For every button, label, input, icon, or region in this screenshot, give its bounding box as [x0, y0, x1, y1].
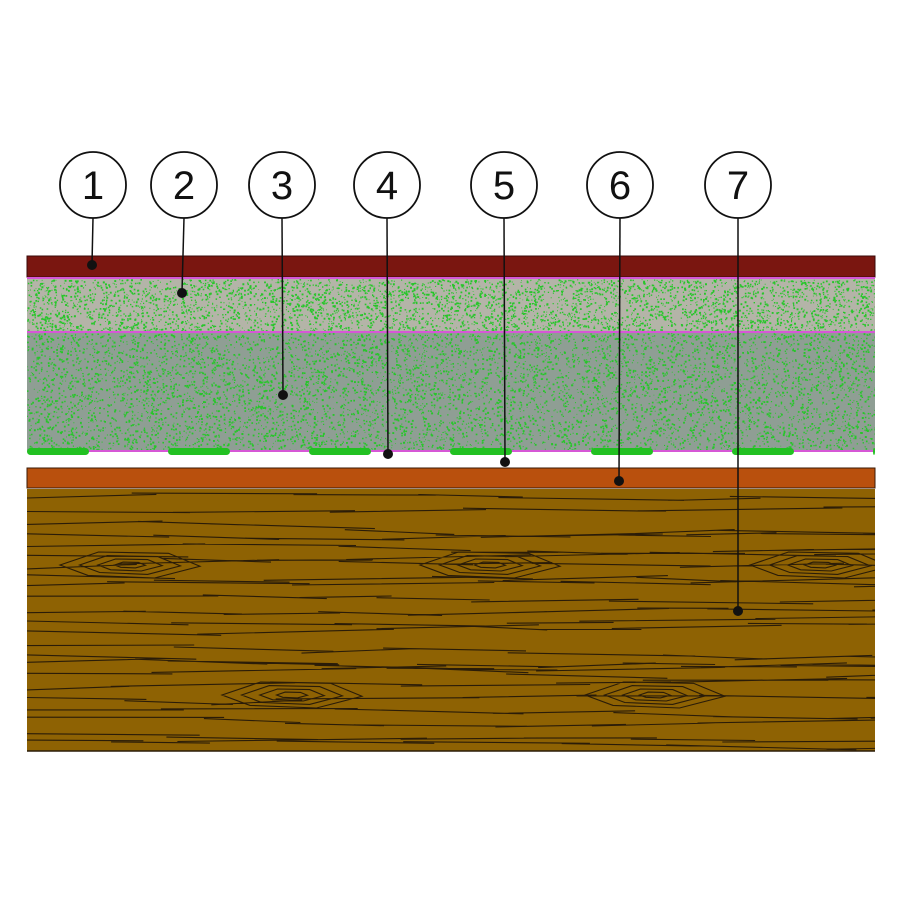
layer-3-grey-speckled: [27, 333, 875, 450]
leader-line-2: [181, 217, 185, 293]
callout-label-7: 7: [727, 164, 749, 208]
leader-line-5: [503, 217, 506, 462]
leader-dot-7: [733, 606, 743, 616]
leader-dot-1: [87, 260, 97, 270]
callout-7: 7: [704, 151, 772, 219]
layer-2-speckles: [27, 279, 875, 331]
leader-line-6: [618, 217, 621, 481]
callout-label-2: 2: [173, 164, 195, 208]
leader-line-3: [281, 217, 284, 395]
callout-label-4: 4: [376, 164, 398, 208]
layer-1-top-coat: [26, 255, 876, 278]
leader-dot-6: [614, 476, 624, 486]
leader-dot-5: [500, 457, 510, 467]
callout-5: 5: [470, 151, 538, 219]
leader-dot-3: [278, 390, 288, 400]
callout-3: 3: [248, 151, 316, 219]
leader-dots: [87, 260, 743, 616]
callout-1: 1: [59, 151, 127, 219]
leader-lines: [91, 217, 739, 610]
callout-4: 4: [353, 151, 421, 219]
callout-label-5: 5: [493, 164, 515, 208]
callout-2: 2: [150, 151, 218, 219]
callout-label-3: 3: [271, 164, 293, 208]
layer-6-orange-board: [26, 467, 876, 489]
callout-6: 6: [586, 151, 654, 219]
callout-label-1: 1: [82, 164, 104, 208]
callout-bubbles: 1 2 3 4 5 6 7: [59, 151, 772, 219]
leader-dot-2: [177, 288, 187, 298]
leader-dot-4: [383, 449, 393, 459]
callout-label-6: 6: [609, 164, 631, 208]
leader-line-4: [386, 217, 389, 454]
layer-3-speckles: [27, 333, 875, 450]
leader-line-1: [91, 217, 94, 265]
layer-7-wood-grain: [27, 492, 875, 751]
layer-4-membrane-strips: [27, 448, 875, 455]
